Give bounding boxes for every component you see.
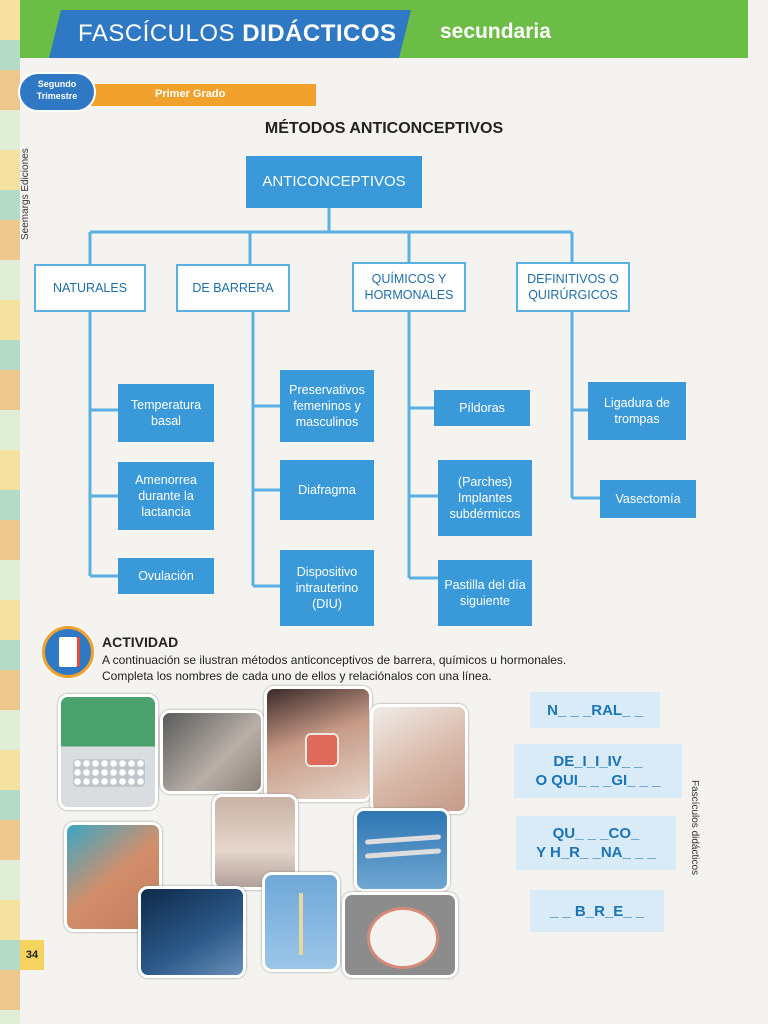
page-title: MÉTODOS ANTICONCEPTIVOS [264,120,504,137]
trimester-label: Segundo Trimestre [36,79,78,101]
word-clue-2[interactable]: DE_I_I_IV_ _ O QUI_ _ _GI_ _ _ [514,744,682,798]
diagram-leaf: Píldoras [434,390,530,426]
diagram-leaf: Dispositivo intrauterino (DIU) [280,550,374,626]
side-label: Fascículos didácticos [689,780,700,876]
activity-title: ACTIVIDAD [102,634,179,650]
word-clue-line: _ _ B_R_E_ _ [549,902,645,920]
word-clue-line: Y H_R_ _NA_ _ _ [536,844,656,861]
activity-instructions: A continuación se ilustran métodos antic… [102,652,662,684]
pill-pack-photo[interactable] [58,694,158,810]
activity-text-line: A continuación se ilustran métodos antic… [102,653,567,667]
implant-rod-graphic [364,834,442,845]
iud-hand-photo[interactable] [64,822,162,932]
diagram-leaf: Ligadura de trompas [588,382,686,440]
word-clue-line: N_ _ _RAL_ _ [547,701,643,719]
word-clue-line: DE_I_I_IV_ _ [553,753,643,770]
diagram-leaf: Vasectomía [600,480,696,518]
implant-rods-photo[interactable] [354,808,450,892]
diagram-leaf: Ovulación [118,558,214,594]
category-quimicos: QUÍMICOS Y HORMONALES [352,262,466,312]
diagram-connectors [88,208,600,588]
diagram-leaf: Pastilla del día siguiente [438,560,532,626]
diu-device-photo[interactable] [262,872,340,972]
diagram-leaf: Diafragma [280,460,374,520]
diagram-leaf: Amenorrea durante la lactancia [118,462,214,530]
diagram-root: ANTICONCEPTIVOS [246,156,422,208]
implant-fingers-photo[interactable] [370,704,468,814]
grade-bar [64,84,316,106]
category-barrera: DE BARRERA [176,264,290,312]
iud-stem-graphic [299,893,303,955]
implant-rod-graphic [364,848,442,859]
series-title-part2: DIDÁCTICOS [242,20,397,47]
word-clue-line: O QUI_ _ _GI_ _ _ [535,772,661,789]
diagram-leaf: Temperatura basal [118,384,214,442]
diaphragm-graphic [367,907,439,969]
activity-text-line: Completa los nombres de cada uno de ello… [102,669,492,683]
pill-grid-graphic [73,759,145,787]
patch-graphic [305,733,339,767]
page-number: 34 [20,940,44,970]
category-naturales: NATURALES [34,264,146,312]
diagram-leaf: (Parches) Implantes subdérmicos [438,460,532,536]
series-title: FASCÍCULOS DIDÁCTICOS [78,20,397,48]
word-clue-4[interactable]: _ _ B_R_E_ _ [530,890,664,932]
category-definitivos: DEFINITIVOS O QUIRÚRGICOS [516,262,630,312]
condom-hand-photo[interactable] [160,710,264,794]
trimester-badge [18,72,96,112]
series-title-part1: FASCÍCULOS [78,20,236,47]
word-clue-line: QU_ _ _CO_ [552,825,640,842]
diagram-leaf: Preservativos femeninos y masculinos [280,370,374,442]
pill-hand-photo[interactable] [138,886,246,978]
level-label: secundaria [440,20,551,43]
word-clue-3[interactable]: QU_ _ _CO_ Y H_R_ _NA_ _ _ [516,816,676,870]
word-clue-1[interactable]: N_ _ _RAL_ _ [530,692,660,728]
diaphragm-photo[interactable] [342,892,458,978]
grade-label: Primer Grado [155,88,226,100]
decorative-margin-strip [0,0,20,1024]
patch-hand-photo[interactable] [264,686,372,802]
notebook-icon [42,626,94,678]
